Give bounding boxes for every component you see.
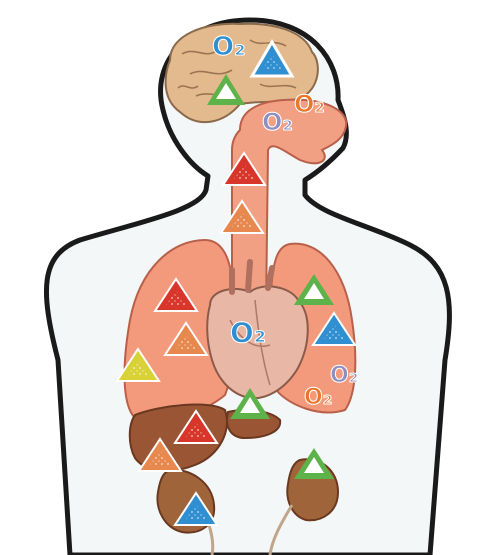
o2-heart: O₂ — [230, 316, 266, 349]
o2-mouth-purple: O₂ — [262, 108, 293, 136]
o2-brain: O₂ — [212, 32, 246, 62]
o2-mouth-orange: O₂ — [294, 90, 325, 118]
o2-side-orange: O₂ — [304, 385, 332, 410]
o2-side-purple: O₂ — [330, 363, 358, 388]
